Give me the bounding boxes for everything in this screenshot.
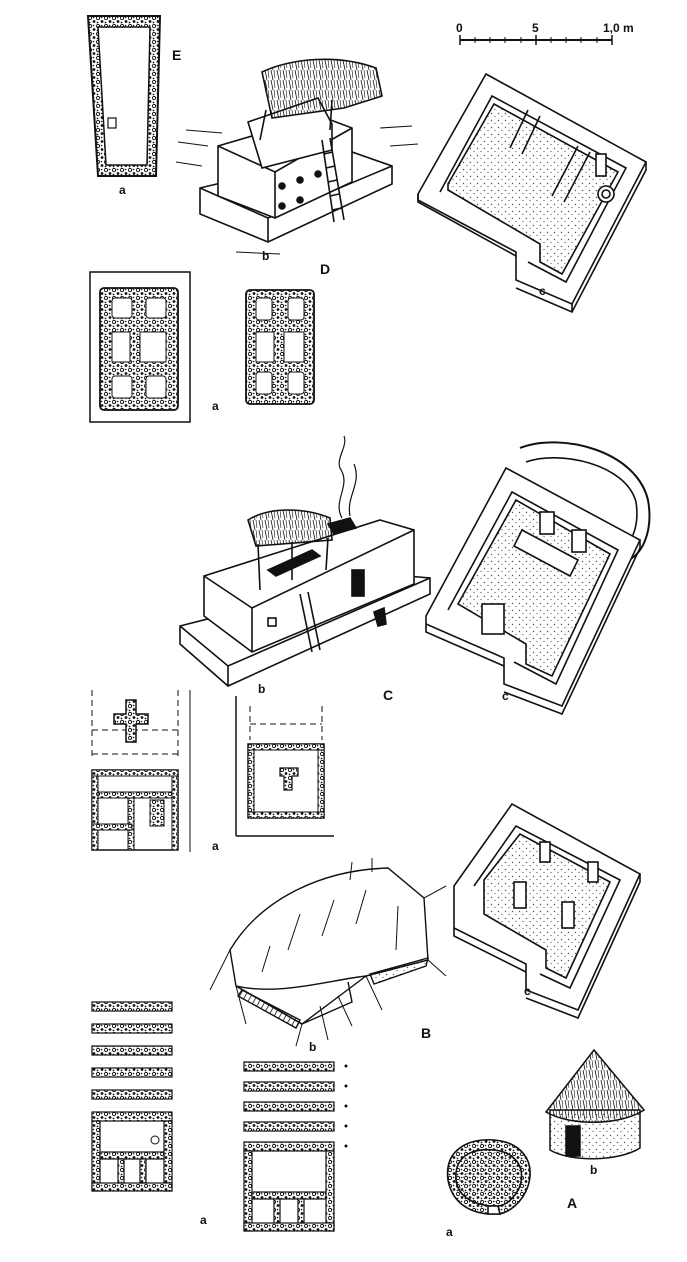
label-B-a: a — [200, 1213, 207, 1227]
label-D-c: c — [539, 284, 546, 298]
plan-C-a-2 — [235, 696, 334, 837]
room-B-c — [453, 802, 642, 1020]
label-B-b: b — [309, 1040, 317, 1054]
hut-A-b — [544, 1048, 646, 1160]
plan-D-a-2 — [245, 289, 315, 405]
group-letter-A: A — [567, 1195, 578, 1211]
scale-label-0: 0 — [456, 21, 463, 35]
plan-E-a — [86, 15, 162, 177]
scale-label-5: 5 — [532, 21, 539, 35]
scale-bar — [459, 35, 613, 45]
house-C-b — [179, 435, 431, 687]
label-D-b: b — [262, 249, 270, 263]
group-letter-C: C — [383, 687, 394, 703]
plan-B-a-1 — [91, 1001, 173, 1192]
room-C-c — [425, 441, 651, 716]
group-letter-D: D — [320, 261, 331, 277]
plan-B-a-2 — [243, 1061, 348, 1232]
plan-A-a — [446, 1139, 531, 1215]
plan-C-a-1 — [91, 690, 191, 852]
label-B-c: c — [524, 984, 531, 998]
room-D-c — [417, 72, 648, 314]
label-D-a: a — [212, 399, 219, 413]
scale-label-10m: 1,0 m — [603, 21, 634, 35]
tent-B-b — [209, 858, 447, 1047]
label-E-a: a — [119, 183, 126, 197]
group-letter-E: E — [172, 47, 182, 63]
label-A-a: a — [446, 1225, 453, 1239]
house-D-b — [175, 58, 419, 255]
label-C-b: b — [258, 682, 266, 696]
plan-D-a-1 — [89, 271, 191, 423]
label-A-b: b — [590, 1163, 598, 1177]
group-letter-B: B — [421, 1025, 432, 1041]
label-C-a: a — [212, 839, 219, 853]
label-C-c: c — [502, 689, 509, 703]
